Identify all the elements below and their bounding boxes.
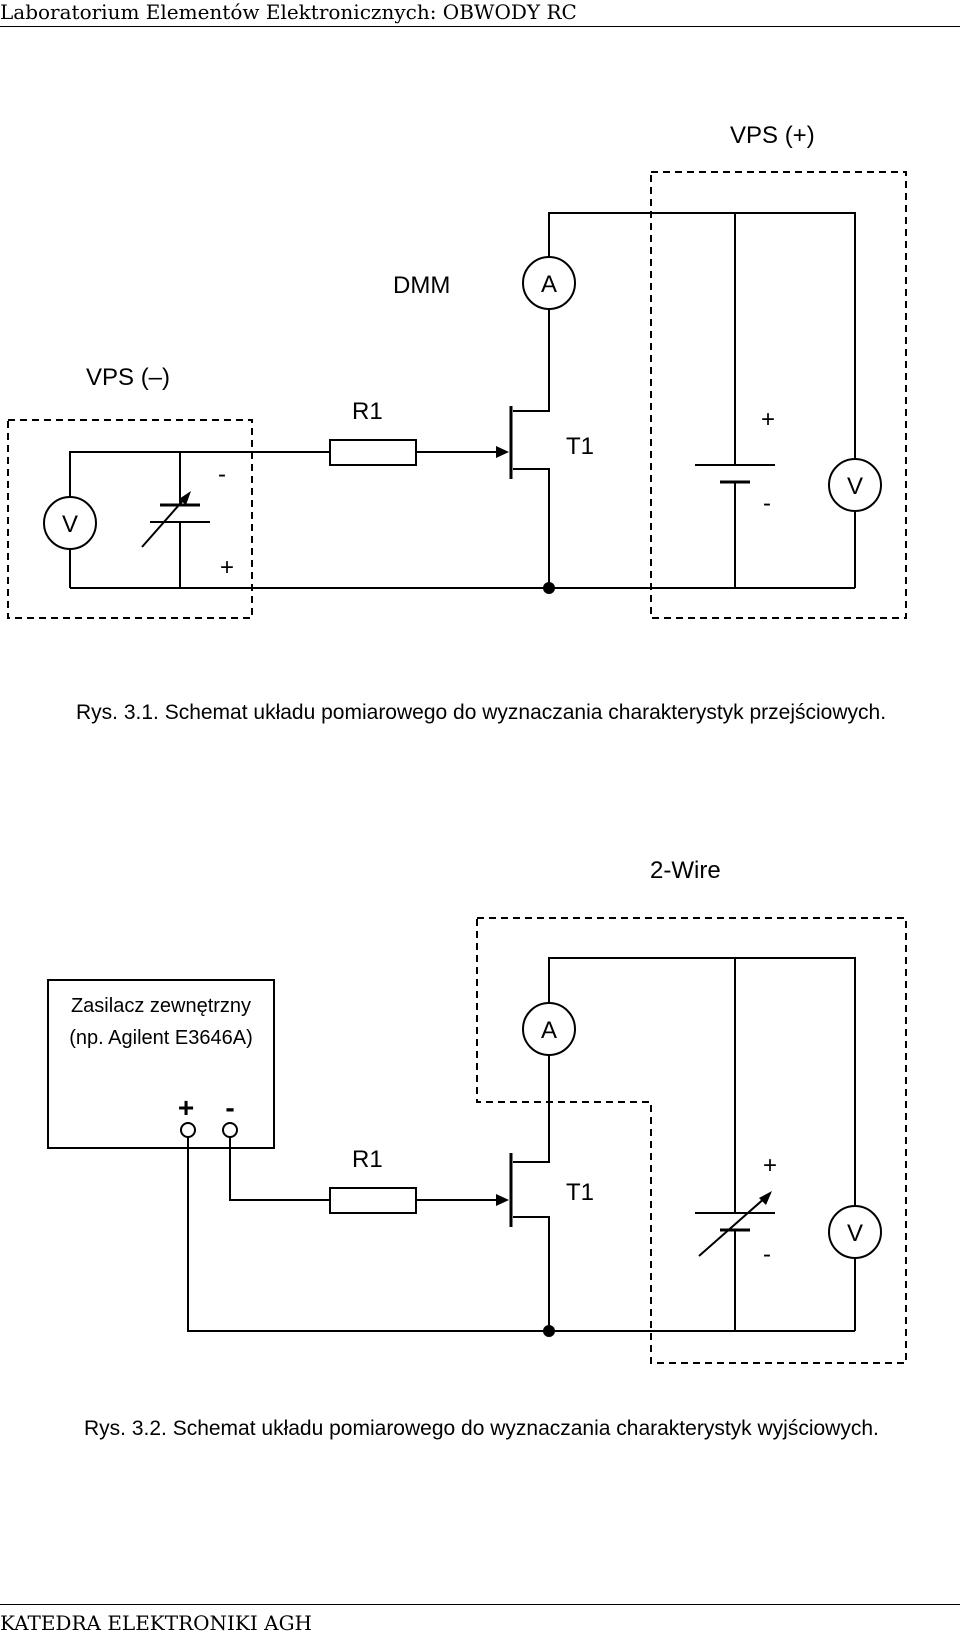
fig2-gate-arrow: [496, 1194, 509, 1206]
fig1-resistor: [329, 439, 417, 466]
fig2-supply-line1: Zasilacz zewnętrzny: [71, 995, 251, 1017]
fig2-resistor: [329, 1187, 417, 1214]
fig2-power-supply-box: [47, 979, 275, 1149]
footer-rule: [0, 1604, 960, 1605]
fig1-vps-minus-label: VPS (–): [86, 364, 170, 391]
fig1-left-source-minus: -: [218, 461, 226, 488]
fig2-voltmeter-symbol: V: [847, 1220, 863, 1247]
fig1-top-wire: [548, 212, 856, 459]
figure1-schematic: VPS (+) VPS (–) DMM A T1 R1 - + V: [7, 122, 907, 619]
header-rule: [0, 26, 960, 27]
fig1-left-source-adjust-arrow: [179, 491, 191, 505]
fig2-source-adjust-arrow: [759, 1191, 772, 1205]
fig2-resistor-label: R1: [352, 1146, 383, 1173]
fig2-two-wire-label: 2-Wire: [650, 857, 721, 884]
fig2-two-wire-box: [476, 917, 907, 1364]
fig2-supply-minus-terminal: [222, 1122, 238, 1138]
fig2-source-plus: +: [763, 1152, 777, 1179]
figure2-schematic: 2-Wire Zasilacz zewnętrzny (np. Agilent …: [47, 857, 907, 1364]
fig2-transistor-label: T1: [566, 1179, 594, 1206]
fig1-left-source-adjust: [141, 496, 187, 548]
fig2-supply-minus: -: [225, 1092, 234, 1123]
fig1-left-voltmeter-symbol: V: [62, 511, 78, 538]
fig2-plus-wire: [187, 1137, 549, 1332]
fig1-resistor-label: R1: [352, 398, 383, 425]
fig1-right-source-plus: +: [761, 406, 775, 433]
fig1-dmm-label: DMM: [393, 272, 450, 299]
page-footer-text: KATEDRA ELEKTRONIKI AGH: [0, 1611, 312, 1635]
fig1-vps-plus-label: VPS (+): [730, 122, 815, 149]
fig1-gate-arrow: [496, 446, 509, 458]
fig2-source-adjust: [698, 1196, 767, 1257]
fig2-supply-line2: (np. Agilent E3646A): [69, 1027, 252, 1049]
fig2-supply-plus-terminal: [180, 1122, 196, 1138]
fig2-minus-wire: [229, 1137, 330, 1201]
fig1-transistor-label: T1: [566, 433, 594, 460]
fig2-drain-wire: [513, 1055, 550, 1163]
fig1-junction-dot: [543, 582, 555, 594]
figure2-caption: Rys. 3.2. Schemat układu pomiarowego do …: [84, 1417, 879, 1440]
fig2-ammeter-symbol: A: [541, 1017, 557, 1044]
fig1-ammeter-symbol: A: [541, 271, 557, 298]
fig2-junction-dot: [543, 1325, 555, 1337]
fig1-source-wire: [513, 468, 550, 588]
fig1-left-source-plus: +: [220, 554, 234, 581]
fig2-supply-plus: +: [178, 1092, 194, 1123]
figure1-caption: Rys. 3.1. Schemat układu pomiarowego do …: [76, 701, 887, 724]
fig1-vps-minus-box: [7, 419, 253, 619]
fig2-source-wire: [513, 1216, 550, 1331]
fig1-right-source-minus: -: [763, 490, 771, 517]
fig2-top-wire: [548, 957, 856, 1206]
fig1-drain-wire: [513, 309, 550, 412]
fig1-right-voltmeter-symbol: V: [847, 473, 863, 500]
fig1-left-top-wire: [69, 451, 330, 497]
page-header-title: Laboratorium Elementów Elektronicznych: …: [0, 0, 577, 24]
fig2-source-minus: -: [763, 1241, 771, 1268]
fig1-vps-plus-box: [650, 171, 907, 619]
